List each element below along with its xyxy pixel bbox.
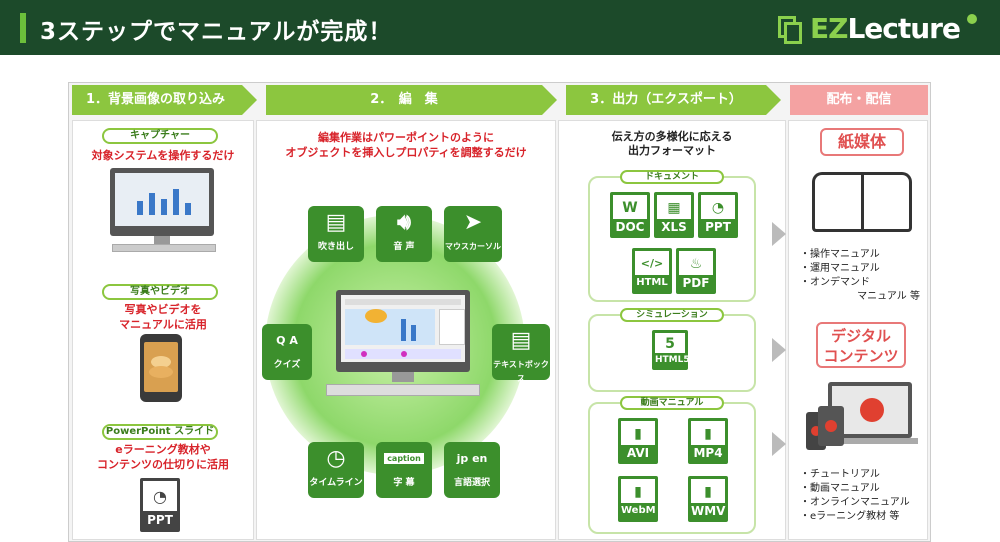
paper-item: ・操作マニュアル bbox=[800, 249, 880, 260]
step-1-header: 1．背景画像の取り込み bbox=[72, 85, 257, 115]
timeline-icon: ◷タイムライン bbox=[308, 442, 364, 498]
html-file-icon: </>HTML bbox=[632, 248, 672, 294]
chevron-right-icon bbox=[772, 222, 786, 246]
photo-label: 写真やビデオ bbox=[102, 284, 218, 300]
logo-square-icon bbox=[784, 22, 802, 44]
simulation-label: シミュレーション bbox=[620, 308, 724, 322]
chevron-right-icon bbox=[772, 432, 786, 456]
editor-monitor-icon bbox=[336, 290, 470, 372]
page-title: 3ステップでマニュアルが完成！ bbox=[40, 19, 393, 45]
capture-desc: 対象システムを操作するだけ bbox=[91, 149, 235, 162]
ppt-file-icon: ◔PPT bbox=[698, 192, 738, 238]
language-icon: jp en 言語選択 bbox=[444, 442, 500, 498]
caption-icon: caption 字 幕 bbox=[376, 442, 432, 498]
video-box bbox=[588, 402, 756, 534]
logo-play-icon bbox=[967, 14, 977, 24]
step-2-header: 2． 編 集 bbox=[266, 85, 557, 115]
xls-file-icon: ▦XLS bbox=[654, 192, 694, 238]
digital-item: ・オンラインマニュアル bbox=[800, 497, 910, 508]
video-label: 動画マニュアル bbox=[620, 396, 724, 410]
avi-file-icon: ▮AVI bbox=[618, 418, 658, 464]
mp4-file-icon: ▮MP4 bbox=[688, 418, 728, 464]
pdf-file-icon: ♨PDF bbox=[676, 248, 716, 294]
capture-monitor-icon bbox=[110, 168, 214, 236]
paper-media-label: 紙媒体 bbox=[820, 128, 904, 156]
ppt-slide-label: PowerPoint スライド bbox=[102, 424, 218, 440]
document-label: ドキュメント bbox=[620, 170, 724, 184]
ezlecture-logo: EZLecture bbox=[778, 12, 978, 46]
logo-text: EZLecture bbox=[810, 12, 961, 45]
devices-icon bbox=[804, 378, 918, 454]
photo-desc: 写真やビデオを マニュアルに活用 bbox=[119, 303, 207, 331]
ppt-slide-desc: eラーニング教材や コンテンツの仕切りに活用 bbox=[97, 443, 229, 471]
edit-desc: 編集作業はパワーポイントのように オブジェクトを挿入しプロパティを調整するだけ bbox=[285, 131, 527, 159]
editor-keyboard-icon bbox=[326, 384, 480, 396]
quiz-icon: Q A クイズ bbox=[262, 324, 312, 380]
open-book-icon bbox=[810, 166, 914, 238]
digital-content-label: デジタル コンテンツ bbox=[816, 322, 906, 368]
audio-icon: 🔊︎音 声 bbox=[376, 206, 432, 262]
step-3-header: 3．出力（エクスポート） bbox=[566, 85, 781, 115]
smartphone-icon bbox=[140, 334, 182, 402]
chevron-right-icon bbox=[772, 338, 786, 362]
textbox-icon: ▤テキストボックス bbox=[492, 324, 550, 383]
cursor-icon: ➤マウスカーソル bbox=[444, 206, 502, 262]
monitor-stand bbox=[154, 236, 170, 244]
capture-label: キャプチャー bbox=[102, 128, 218, 144]
digital-item: ・eラーニング教材 等 bbox=[800, 511, 900, 522]
balloon-icon: ▤吹き出し bbox=[308, 206, 364, 262]
output-desc: 伝え方の多様化に応える 出力フォーマット bbox=[611, 130, 733, 157]
paper-item: ・オンデマンド bbox=[800, 277, 870, 288]
wmv-file-icon: ▮WMV bbox=[688, 476, 728, 522]
digital-item: ・動画マニュアル bbox=[800, 483, 880, 494]
digital-item: ・チュートリアル bbox=[800, 469, 880, 480]
paper-item: ・運用マニュアル bbox=[800, 263, 880, 274]
paper-item: マニュアル 等 bbox=[857, 291, 920, 302]
editor-monitor-stand bbox=[392, 372, 414, 382]
header-bar: 3ステップでマニュアルが完成！ EZLecture bbox=[0, 0, 1000, 55]
webm-file-icon: ▮WebM bbox=[618, 476, 658, 522]
header-accent bbox=[20, 13, 26, 43]
ppt-file-icon: ◔ PPT bbox=[140, 478, 180, 532]
keyboard-icon bbox=[112, 244, 216, 252]
step-4-header: 配布・配信 bbox=[790, 85, 928, 115]
